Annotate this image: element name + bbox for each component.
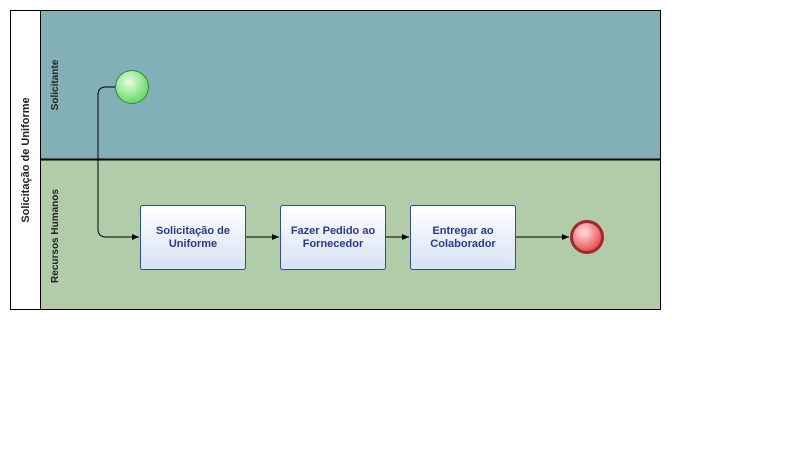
task-solicitacao-de-uniforme[interactable]: Solicitação de Uniforme (140, 205, 246, 270)
pool: Solicitação de Uniforme (10, 10, 41, 310)
pool-title: Solicitação de Uniforme (20, 97, 32, 222)
pool-header (10, 10, 41, 310)
task-fazer-pedido-ao-fornecedor[interactable]: Fazer Pedido ao Fornecedor (280, 205, 386, 270)
end-event[interactable] (570, 220, 604, 254)
task-box[interactable] (410, 205, 516, 270)
task-label-line2: Fornecedor (303, 238, 364, 250)
lane-recursos-humanos-label: Recursos Humanos (50, 189, 61, 283)
lane-solicitante-label: Solicitante (50, 59, 61, 110)
task-label-line1: Entregar ao (432, 225, 493, 237)
task-label-line2: Uniforme (169, 238, 217, 250)
task-entregar-ao-colaborador[interactable]: Entregar ao Colaborador (410, 205, 516, 270)
task-box[interactable] (280, 205, 386, 270)
lane-recursos-humanos: Recursos Humanos (40, 158, 661, 310)
start-event[interactable] (115, 70, 149, 104)
task-box[interactable] (140, 205, 246, 270)
sequence-flows (97, 86, 569, 240)
task-label-line1: Solicitação de (156, 225, 230, 237)
flow-start-to-task1[interactable] (97, 86, 139, 240)
task-label-line1: Fazer Pedido ao (291, 225, 376, 237)
task-label-line2: Colaborador (430, 238, 496, 250)
